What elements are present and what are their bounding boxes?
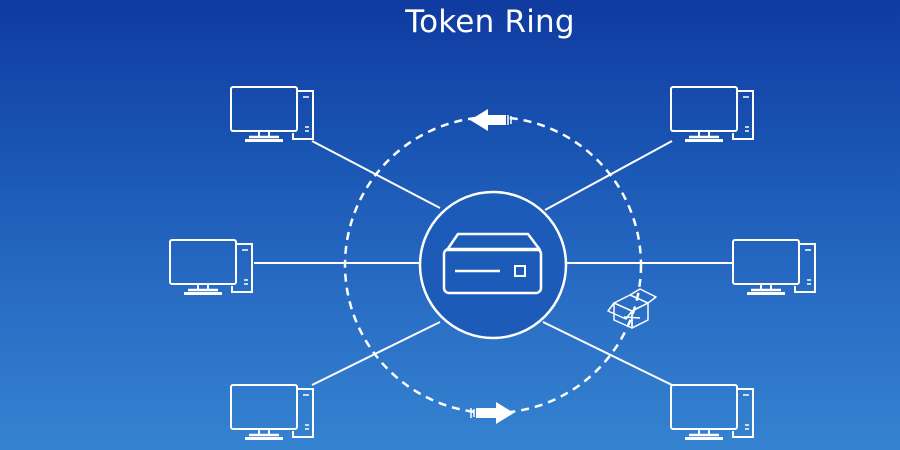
computer-icon (669, 383, 755, 442)
hub-circle (418, 190, 568, 340)
arrow-left-icon (470, 109, 512, 131)
computer-icon (229, 383, 315, 442)
computer-icon (669, 85, 755, 144)
server-icon (442, 232, 543, 295)
computer-icon (229, 85, 315, 144)
computer-icon (731, 238, 817, 297)
open-box-icon (607, 288, 657, 329)
arrow-right-icon (470, 402, 514, 424)
link-top-right (544, 140, 673, 211)
computer-icon (168, 238, 254, 297)
link-bottom-right (542, 321, 673, 386)
link-bottom-left (311, 321, 441, 386)
diagram-title: Token Ring (405, 4, 575, 40)
token-ring (343, 115, 643, 415)
